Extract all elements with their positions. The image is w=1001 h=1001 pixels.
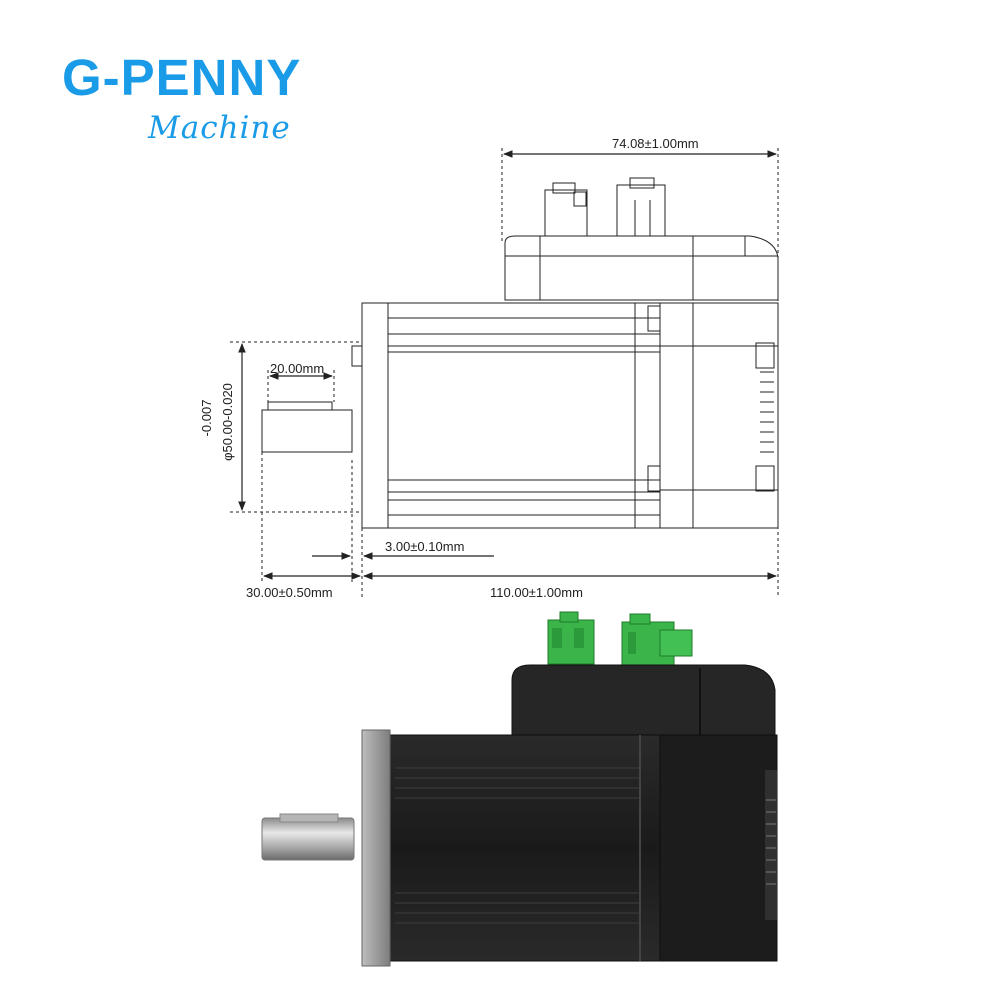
- green-connector-right: [621, 613, 693, 667]
- dim-flange-thickness: 3.00±0.10mm: [385, 539, 464, 554]
- dim-shaft-length: 30.00±0.50mm: [246, 585, 333, 600]
- dim-top-width: 74.08±1.00mm: [612, 136, 699, 151]
- logo-subtitle-text: Machine: [148, 110, 291, 146]
- dim-shaft-key: 20.00mm: [270, 361, 324, 376]
- dim-tolerance-upper: -0.007: [199, 400, 214, 437]
- motor-illustration: [261, 611, 778, 967]
- extension-lines: [230, 148, 779, 598]
- logo-brand-text: G-PENNY: [62, 49, 302, 106]
- motor-outline-drawing: [261, 177, 779, 529]
- dim-flange-diameter: φ50.00-0.020: [220, 383, 235, 461]
- dim-body-length: 110.00±1.00mm: [490, 585, 583, 600]
- dimension-lines: [238, 150, 777, 580]
- green-connector-left: [547, 611, 595, 665]
- brand-logo: G-PENNY Machine: [62, 49, 302, 146]
